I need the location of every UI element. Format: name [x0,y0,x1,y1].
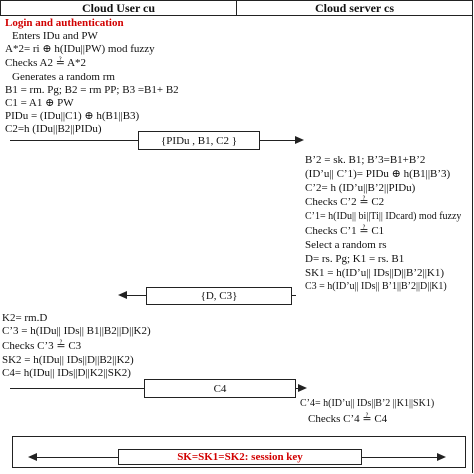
message1-arrow-line-right [260,140,296,141]
message3-arrow-line-left [10,388,144,389]
message1-label: {PIDu , B1, C2 } [161,134,237,147]
session-arrow-line-left [36,457,118,458]
message2-label: {D, C3} [200,290,238,302]
message2-arrowhead [118,291,127,299]
server-step-6: Checks C’1 ≟ C1 [305,225,385,237]
message3-box: C4 [144,379,296,398]
login-title: Login and authentication [5,17,124,29]
user-verify-3: Checks C’3 ≟ C3 [2,340,82,352]
user-step-5: B1 = rm. Pg; B2 = rm PP; B3 =B1+ B2 [5,84,179,96]
message1-arrow-line-left [10,140,138,141]
message2-box: {D, C3} [146,287,292,305]
session-arrowhead-left [28,453,37,461]
user-verify-4: SK2 = h(IDu|| IDs||D||B2||K2) [2,354,134,366]
user-verify-5: C4= h(IDu|| IDs||D||K2||SK2) [2,367,131,379]
message3-arrow-line-right [296,388,298,389]
message3-arrowhead [298,384,307,392]
server-step-9: SK1 = h(ID’u|| IDs||D||B’2||K1) [305,267,445,279]
server-step-1: B’2 = sk. B1; B’3=B1+B’2 [305,154,426,166]
user-step-8: C2=h (IDu||B2||PIDu) [5,123,102,135]
session-key-frame [12,436,466,468]
server-step-8: D= rs. Pg; K1 = rs. B1 [305,253,405,265]
message3-label: C4 [213,382,227,395]
server-verify-1: C’4= h(ID’u|| IDs||B’2 ||K1||SK1) [300,398,435,409]
server-step-5: C’1= h(IDu|| bi||Ti|| IDcard) mod fuzzy [305,211,462,222]
user-step-2: A*2= ri ⊕ h(IDu||PW) mod fuzzy [5,43,155,55]
session-arrowhead-right [437,453,446,461]
server-step-7: Select a random rs [305,239,387,251]
user-step-4: Generates a random rm [12,71,115,83]
message2-arrow-line-right [292,295,296,296]
user-step-7: PIDu = (IDu||C1) ⊕ h(B1||B3) [5,110,140,122]
cloud-server-header: Cloud server cs [314,0,395,15]
server-step-3: C’2= h (ID’u||B’2||PIDu) [305,182,416,194]
server-verify-2: Checks C’4 ≟ C4 [308,413,388,425]
message1-box: {PIDu , B1, C2 } [138,131,260,150]
session-key-label: SK=SK1=SK2: session key [177,451,303,463]
session-key-box: SK=SK1=SK2: session key [118,449,362,465]
user-step-1: Enters IDu and PW [12,30,98,42]
user-step-3: Checks A2 ≟ A*2 [5,57,87,69]
user-step-6: C1 = A1 ⊕ PW [5,97,74,109]
message2-arrow-line-left [126,295,146,296]
cloud-user-header: Cloud User cu [1,1,237,15]
user-verify-1: K2= rm.D [2,312,48,324]
user-verify-2: C’3 = h(IDu|| IDs|| B1||B2||D||K2) [2,325,151,337]
message1-arrowhead [295,136,304,144]
session-arrow-line-right [362,457,438,458]
server-step-4: Checks C’2 ≟ C2 [305,196,385,208]
server-step-2: (ID’u|| C’1)= PIDu ⊕ h(B1||B’3) [305,168,451,180]
server-step-10: C3 = h(ID’u|| IDs|| B’1||B’2||D||K1) [305,281,447,292]
header-row: Cloud User cu Cloud server cs [0,0,473,16]
